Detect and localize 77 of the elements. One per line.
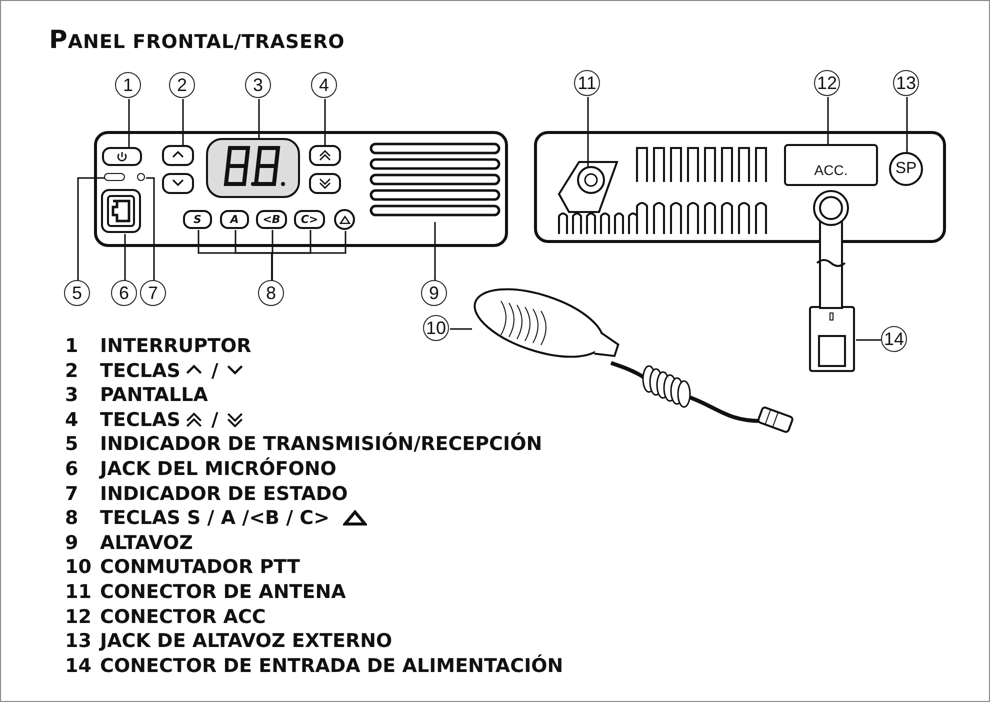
item-number: 10 bbox=[65, 556, 92, 578]
callout-number: 8 bbox=[258, 280, 284, 306]
tx-rx-indicator bbox=[104, 173, 125, 181]
triangle-key bbox=[334, 209, 355, 230]
item-label: CONECTOR ACC bbox=[100, 606, 266, 628]
callout-number: 13 bbox=[893, 70, 919, 96]
item-label: JACK DEL MICRÓFONO bbox=[100, 458, 336, 480]
callout-number: 14 bbox=[881, 326, 907, 352]
power-connector bbox=[809, 306, 855, 372]
item-label: INDICADOR DE ESTADO bbox=[100, 482, 348, 505]
c-key: C> bbox=[294, 210, 325, 229]
leader-line bbox=[827, 97, 829, 145]
callout-number: 7 bbox=[140, 280, 166, 306]
item-number: 7 bbox=[65, 482, 80, 505]
item-label: TECLAS bbox=[100, 360, 180, 382]
callout-number: 1 bbox=[115, 72, 141, 98]
item-label: CONECTOR DE ENTRADA DE ALIMENTACIÓN bbox=[100, 654, 564, 677]
item-label: INDICADOR DE TRANSMISIÓN/RECEPCIÓN bbox=[100, 433, 542, 456]
double-up-key bbox=[309, 145, 341, 166]
item-label: / bbox=[211, 360, 218, 382]
rear-panel bbox=[534, 131, 946, 243]
item-number: 2 bbox=[65, 360, 80, 382]
acc-connector: ACC. bbox=[784, 144, 878, 186]
item-number: 4 bbox=[65, 408, 80, 431]
callout-number: 4 bbox=[311, 72, 337, 98]
item-label: / bbox=[211, 408, 218, 431]
microphone-jack bbox=[101, 189, 141, 233]
leader-line bbox=[450, 328, 472, 330]
callout-number: 3 bbox=[245, 72, 271, 98]
leader-line bbox=[271, 231, 346, 281]
item-number: 5 bbox=[65, 433, 80, 456]
display-screen bbox=[206, 138, 300, 198]
leader-line bbox=[856, 339, 882, 341]
callout-number: 9 bbox=[421, 280, 447, 306]
leader-line bbox=[434, 222, 436, 281]
status-indicator bbox=[137, 173, 145, 181]
leader-line bbox=[587, 97, 589, 167]
item-number: 12 bbox=[65, 606, 92, 628]
leader-line bbox=[258, 99, 260, 139]
item-number: 3 bbox=[65, 384, 80, 406]
leader-line bbox=[77, 177, 105, 281]
item-label: TECLAS bbox=[100, 408, 180, 431]
item-number: 9 bbox=[65, 532, 80, 554]
item-number: 8 bbox=[65, 507, 80, 530]
item-label: JACK DE ALTAVOZ EXTERNO bbox=[100, 630, 392, 652]
front-panel bbox=[94, 131, 508, 247]
leader-line bbox=[182, 99, 184, 146]
item-number: 11 bbox=[65, 581, 92, 603]
item-label: ALTAVOZ bbox=[100, 532, 193, 554]
item-label: INTERRUPTOR bbox=[100, 335, 252, 357]
item-label: CONECTOR DE ANTENA bbox=[100, 581, 346, 603]
item-label: PANTALLA bbox=[100, 384, 208, 406]
page-title: PANEL FRONTAL/TRASERO bbox=[49, 25, 345, 54]
callout-number: 10 bbox=[423, 315, 449, 341]
callout-number: 5 bbox=[64, 280, 90, 306]
callout-number: 11 bbox=[574, 70, 600, 96]
s-key: S bbox=[183, 210, 212, 229]
antenna-connector bbox=[577, 166, 605, 194]
leader-line bbox=[128, 99, 130, 148]
item-number: 13 bbox=[65, 630, 92, 652]
callout-number: 6 bbox=[111, 280, 137, 306]
callout-number: 12 bbox=[814, 70, 840, 96]
b-key: <B bbox=[256, 210, 287, 229]
leader-line bbox=[124, 234, 126, 281]
leader-line bbox=[146, 177, 155, 281]
a-key: A bbox=[220, 210, 249, 229]
speaker-jack: SP bbox=[889, 152, 923, 186]
power-button bbox=[102, 147, 142, 166]
item-number: 6 bbox=[65, 458, 80, 480]
item-label: CONMUTADOR PTT bbox=[100, 556, 300, 578]
leader-line bbox=[324, 99, 326, 146]
leader-line bbox=[906, 97, 908, 153]
item-number: 14 bbox=[65, 654, 92, 677]
item-number: 1 bbox=[65, 335, 80, 357]
up-key bbox=[162, 145, 194, 166]
item-label: TECLAS S / A /<B / C> bbox=[100, 507, 330, 530]
callout-number: 2 bbox=[169, 72, 195, 98]
